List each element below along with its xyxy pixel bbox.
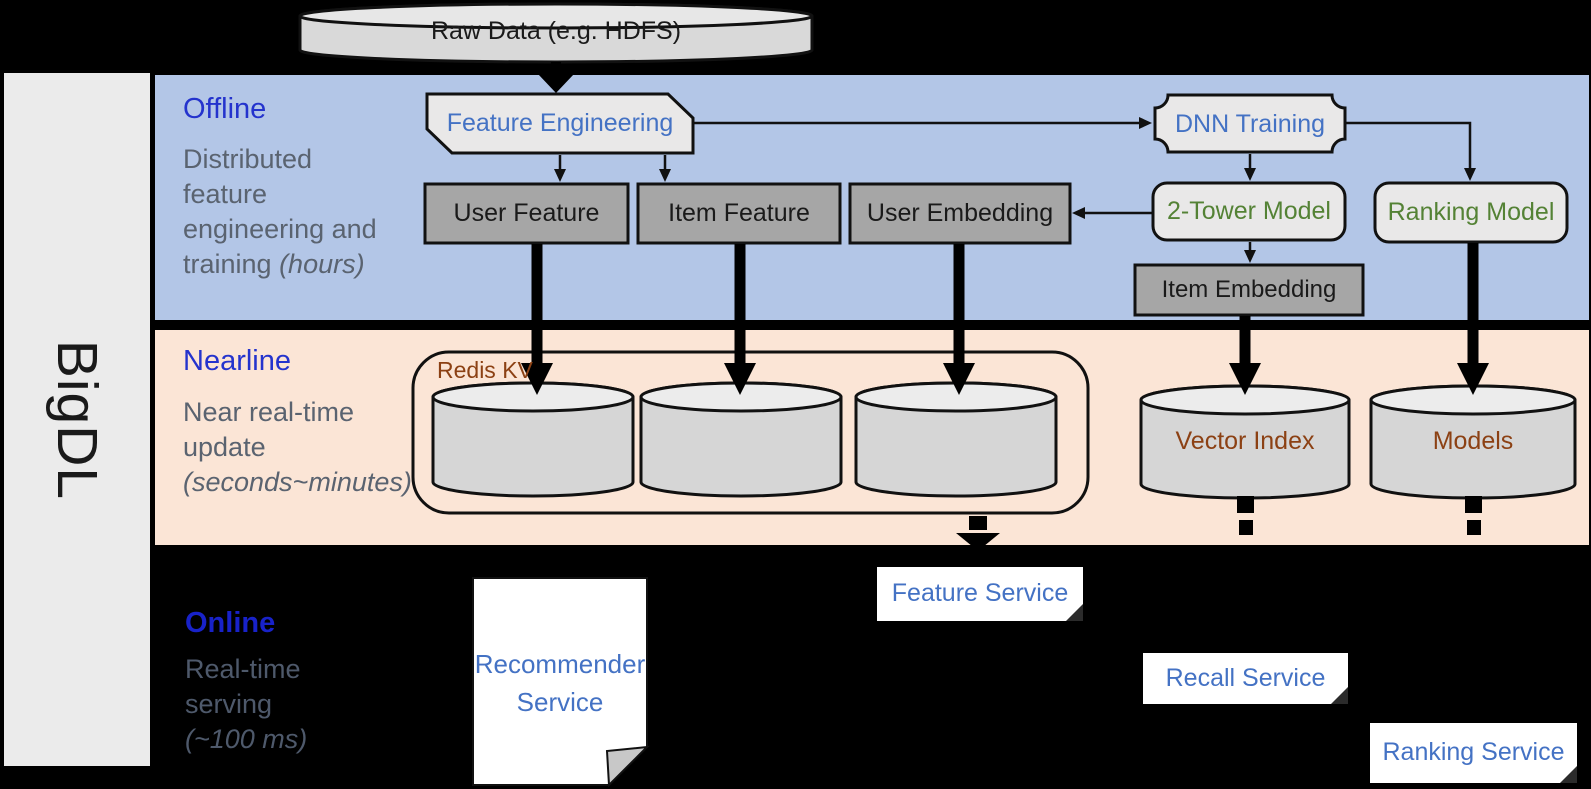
- feature-engineering-label: Feature Engineering: [446, 109, 674, 137]
- ranking-model-label: Ranking Model: [1387, 198, 1555, 226]
- recall-service-card: [1143, 653, 1348, 704]
- recommender-service-document: [472, 577, 650, 788]
- dnn-training-box: [1153, 93, 1347, 154]
- redis-kv-label: Redis KV: [437, 357, 533, 383]
- feature-engineering-box: [425, 92, 695, 155]
- nearline-desc-line-2: update: [183, 432, 266, 462]
- user-feature-label: User Feature: [453, 199, 600, 227]
- dashed-arrow-redis-to-feature-service: [956, 516, 1000, 551]
- nearline-desc-line-3: (seconds~minutes): [183, 467, 412, 497]
- offline-desc-line-3: engineering and: [183, 214, 377, 244]
- arrow-dnn-training-to-ranking-model: [1345, 121, 1476, 181]
- feature-service-label: Feature Service: [891, 579, 1069, 607]
- nearline-section-desc: Near real-time update (seconds~minutes): [183, 395, 412, 500]
- models-cylinder: [1369, 384, 1577, 500]
- user-feature-box: [423, 182, 630, 245]
- redis-cylinder-user-embedding: [854, 381, 1058, 498]
- vector-index-label: Vector Index: [1175, 427, 1315, 455]
- item-embedding-label: Item Embedding: [1161, 276, 1337, 303]
- dashed-arrow-vector-index-to-recall-service: [1237, 496, 1254, 535]
- redis-cylinder-user-feature: [431, 381, 635, 498]
- online-desc-line-2: serving: [185, 689, 273, 719]
- models-label: Models: [1432, 427, 1514, 455]
- ranking-model-box: [1373, 181, 1569, 244]
- ranking-service-label: Ranking Service: [1382, 738, 1565, 766]
- arrow-rawdata-to-feature-engineering: [538, 62, 574, 93]
- offline-section-desc: Distributed feature engineering and trai…: [183, 142, 377, 282]
- offline-section-title: Offline: [183, 93, 267, 125]
- user-embedding-box: [848, 182, 1072, 245]
- dashed-arrow-models-to-ranking-service: [1465, 496, 1482, 535]
- item-embedding-box: [1133, 263, 1365, 317]
- online-section-desc: Real-time serving (~100 ms): [185, 652, 307, 757]
- item-feature-box: [636, 182, 842, 245]
- redis-cylinder-item-feature: [639, 381, 843, 498]
- raw-data-cylinder: [298, 2, 814, 64]
- recommender-service-label: Recommender Service: [474, 649, 646, 717]
- vector-index-cylinder: [1139, 384, 1351, 500]
- nearline-desc-line-1: Near real-time: [183, 397, 355, 427]
- recall-service-label: Recall Service: [1165, 664, 1326, 692]
- raw-data-label: Raw Data (e.g. HDFS): [430, 17, 682, 45]
- ranking-service-card: [1370, 723, 1577, 783]
- online-desc-line-3: (~100 ms): [185, 724, 308, 754]
- dnn-training-label: DNN Training: [1174, 110, 1326, 138]
- user-embedding-label: User Embedding: [866, 199, 1054, 227]
- feature-service-card: [877, 567, 1083, 621]
- item-feature-label: Item Feature: [668, 199, 810, 227]
- nearline-section-title: Nearline: [183, 345, 291, 377]
- online-desc-line-1: Real-time: [185, 654, 301, 684]
- offline-desc-tail: training: [183, 249, 280, 279]
- two-tower-model-box: [1151, 181, 1347, 242]
- two-tower-model-label: 2-Tower Model: [1167, 197, 1331, 225]
- offline-desc-line-2: feature: [183, 179, 268, 209]
- online-section-title: Online: [185, 607, 276, 639]
- redis-kv-container: [411, 350, 1090, 515]
- offline-desc-line-1: Distributed: [183, 144, 313, 174]
- offline-desc-hours: (hours): [279, 249, 365, 279]
- offline-desc-line-4: training (hours): [183, 247, 377, 282]
- bigdl-sidebar: BigDL: [4, 73, 150, 766]
